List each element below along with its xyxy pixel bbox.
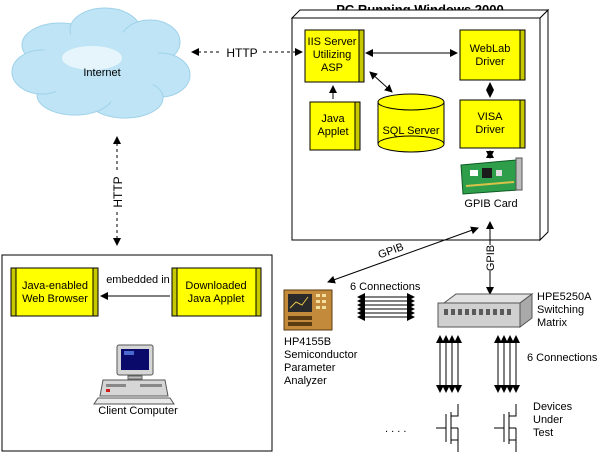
internet-label: Internet (83, 67, 120, 79)
transistor-symbol-2 (494, 404, 517, 452)
browser-line-2: Web Browser (22, 293, 88, 305)
hp4155b-line-4: Analyzer (284, 375, 327, 387)
six-connections-bottom-label: 6 Connections (527, 352, 598, 364)
visa-line-2: Driver (475, 124, 505, 136)
http-label-vertical: HTTP (111, 176, 125, 207)
weblab-line-1: WebLab (470, 43, 511, 55)
iis-line-3: ASP (321, 62, 343, 74)
dut-ellipsis: . . . . (385, 423, 406, 435)
browser-line-1: Java-enabled (22, 280, 88, 292)
embedded-in-label: embedded in (106, 274, 170, 286)
downloaded-line-1: Downloaded (185, 280, 246, 292)
downloaded-java-applet-box: Downloaded Java Applet (171, 267, 262, 317)
transistor-symbol-1 (436, 404, 459, 452)
gpib-card-label: GPIB Card (464, 198, 517, 210)
gpib-label-diagonal: GPIB (377, 241, 406, 261)
hp4155b-analyzer-icon: HP4155B Semiconductor Parameter Analyzer (283, 289, 358, 387)
dut-line-1: Devices (533, 401, 573, 413)
client-computer-icon: Client Computer (93, 344, 178, 417)
java-applet-box: Java Applet (309, 101, 361, 151)
connections-analyzer-matrix: 6 Connections (350, 281, 421, 321)
gpib-link-vertical: GPIB (484, 221, 497, 295)
hpe5250a-line-3: Matrix (537, 317, 567, 329)
iis-line-2: Utilizing (313, 49, 352, 61)
internet-cloud: Internet (11, 7, 191, 119)
downloaded-line-2: Java Applet (188, 293, 245, 305)
dut-line-2: Under (533, 414, 563, 426)
http-link-horizontal: HTTP (191, 46, 303, 60)
six-connections-top-label: 6 Connections (350, 281, 421, 293)
hpe5250a-line-1: HPE5250A (537, 291, 592, 303)
iis-line-1: IIS Server (308, 36, 357, 48)
connections-matrix-dut: 6 Connections (436, 335, 598, 393)
gpib-card: GPIB Card (460, 157, 523, 210)
java-applet-line-2: Applet (317, 126, 348, 138)
sql-server-cylinder: SQL Server (377, 93, 445, 153)
weblab-line-2: Driver (475, 56, 505, 68)
hp4155b-line-1: HP4155B (284, 336, 331, 348)
visa-driver-box: VISA Driver (459, 99, 526, 149)
hpe5250a-line-2: Switching (537, 304, 584, 316)
hpe5250a-switching-matrix-icon: HPE5250A Switching Matrix (437, 291, 592, 329)
gpib-label-vertical: GPIB (485, 245, 497, 271)
dut-line-3: Test (533, 427, 553, 439)
weblab-driver-box: WebLab Driver (459, 29, 526, 81)
pc-internal-links (329, 49, 494, 159)
http-link-vertical: HTTP (111, 136, 125, 246)
hp4155b-line-2: Semiconductor (284, 349, 358, 361)
java-web-browser-box: Java-enabled Web Browser (10, 267, 99, 317)
sql-server-label: SQL Server (382, 125, 439, 137)
dut-label: Devices Under Test (533, 401, 573, 439)
hp4155b-line-3: Parameter (284, 362, 336, 374)
embedded-in-link: embedded in (100, 274, 170, 300)
visa-line-1: VISA (477, 111, 503, 123)
http-label-horizontal: HTTP (226, 46, 257, 60)
iis-server-box: IIS Server Utilizing ASP (304, 29, 365, 83)
java-applet-line-1: Java (321, 113, 345, 125)
client-computer-label: Client Computer (98, 405, 178, 417)
